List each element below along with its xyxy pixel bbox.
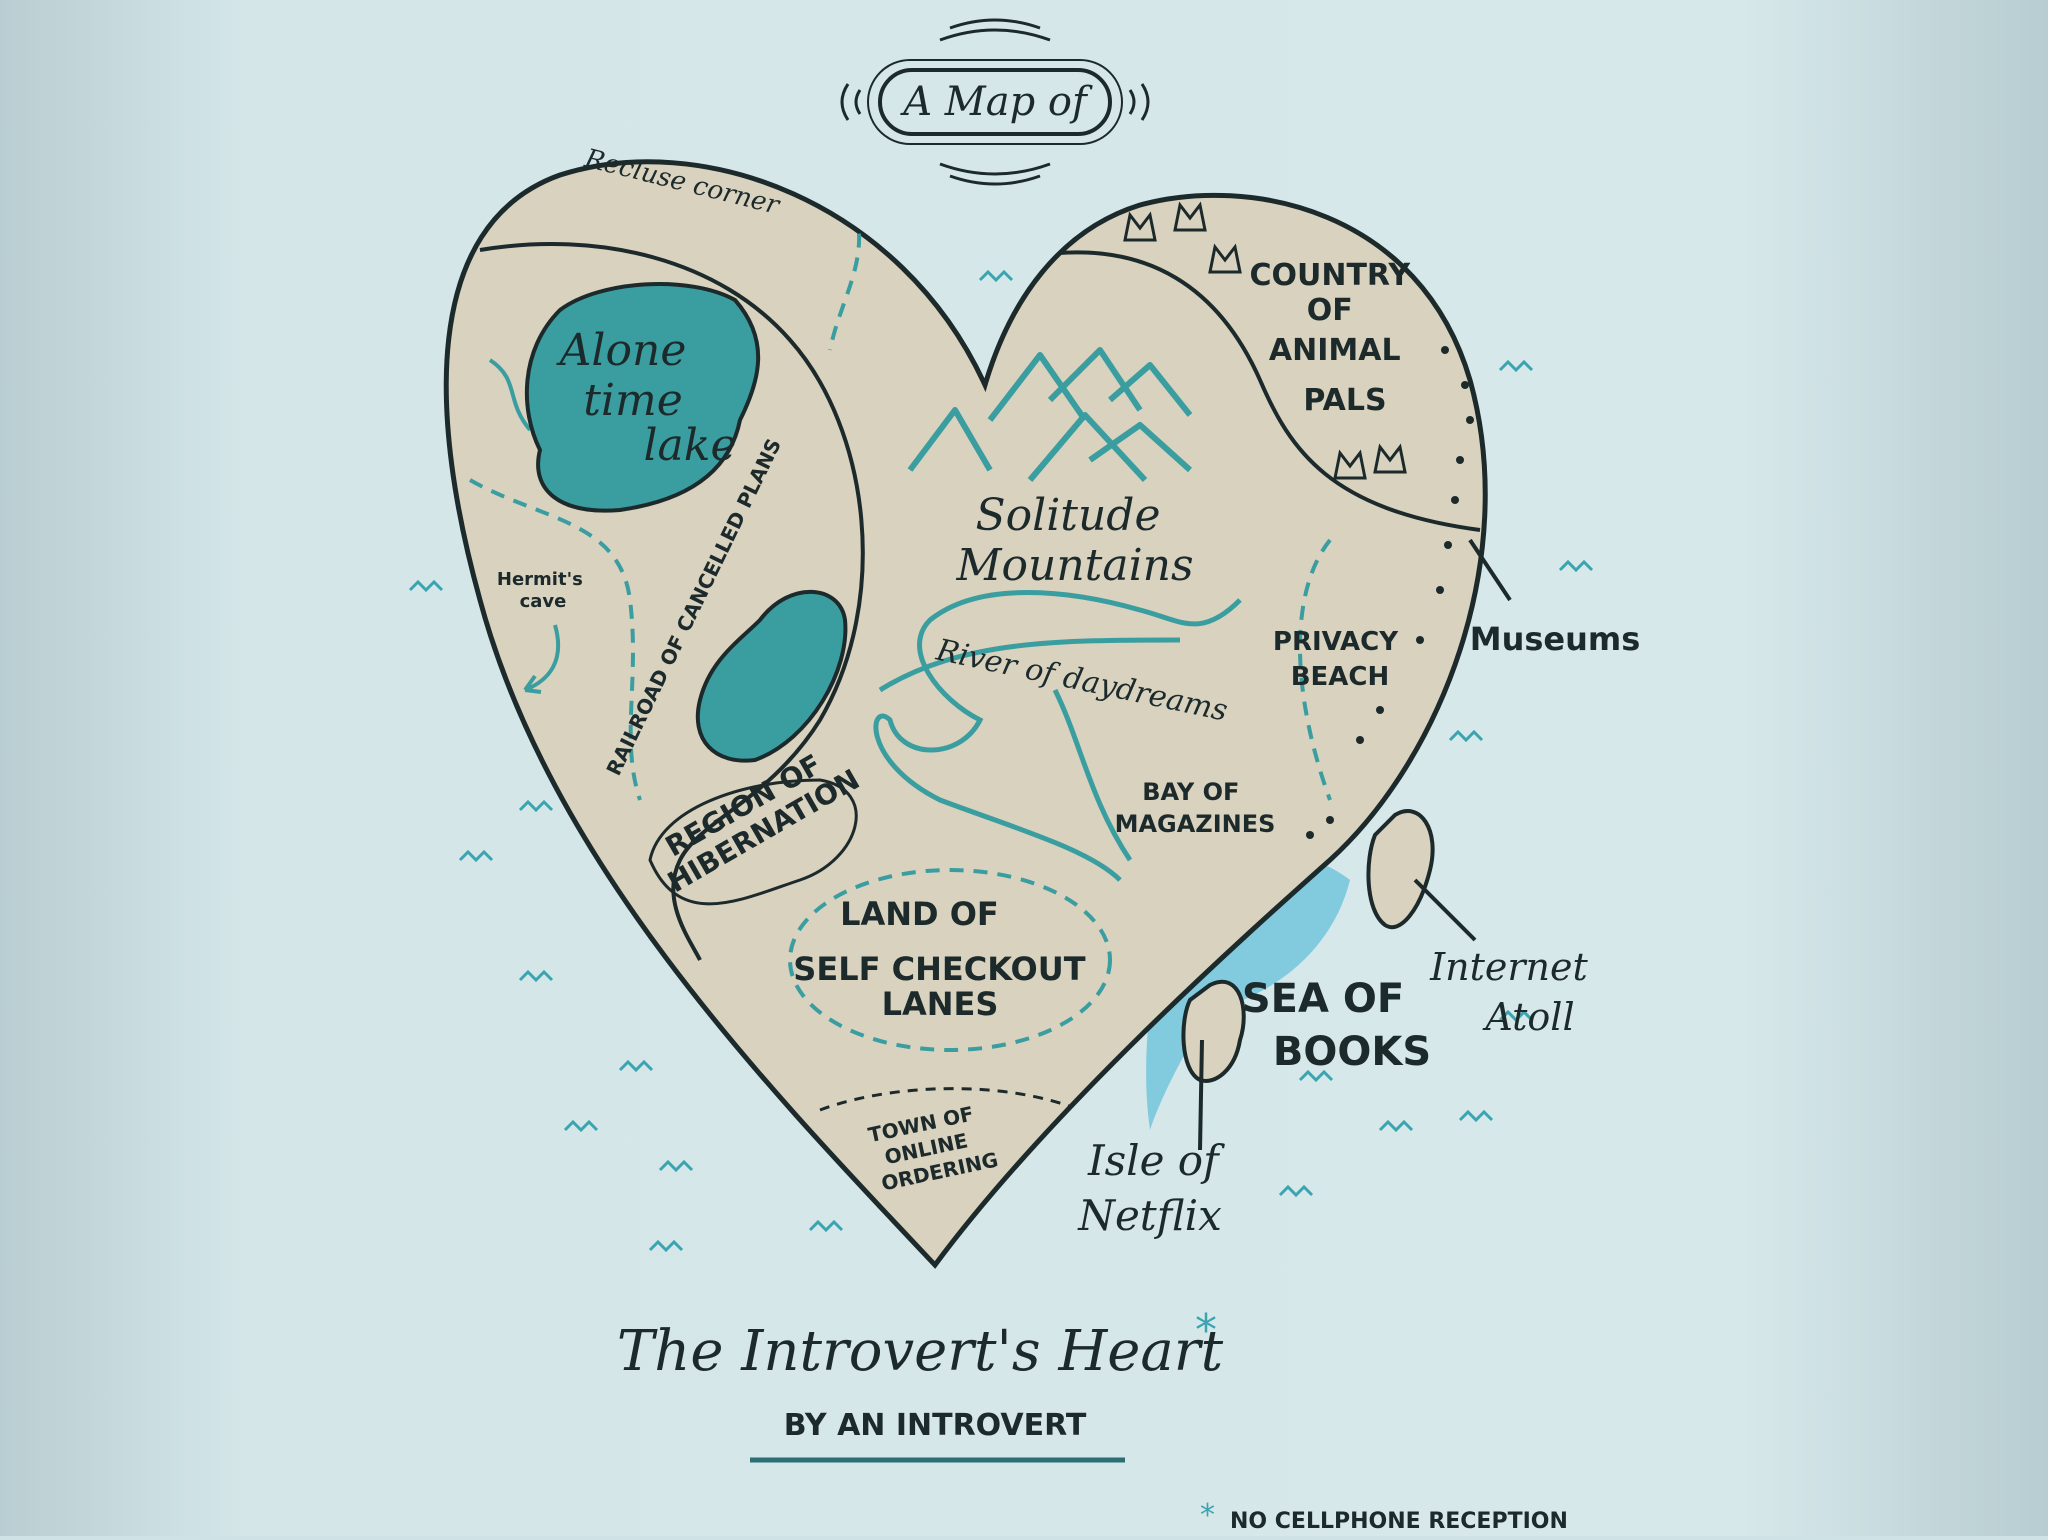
- label-museums: Museums: [1470, 620, 1641, 658]
- left-region-border: [479, 242, 865, 961]
- alone-line-2: time: [583, 375, 683, 426]
- label-solitude-mountains: Solitude Mountains: [955, 490, 1193, 591]
- badge-text: A Map of: [899, 79, 1093, 125]
- internet-atoll: [1366, 809, 1435, 929]
- label-hermits-cave: Hermit's cave: [497, 569, 589, 612]
- alone-line-3: lake: [643, 420, 736, 471]
- footnote-asterisk: *: [1200, 1498, 1215, 1533]
- label-isle-netflix: Isle of Netflix: [1077, 1136, 1232, 1240]
- map-title: The Introvert's Heart: [617, 1319, 1224, 1384]
- coast-dots: [1306, 346, 1474, 839]
- footnote-text: NO CELLPHONE RECEPTION: [1230, 1509, 1568, 1534]
- label-alone-time-lake: Alone time lake: [556, 325, 737, 471]
- isle-of-netflix: [1181, 979, 1246, 1083]
- atoll-pointer: [1413, 878, 1477, 942]
- title-asterisk: *: [1195, 1305, 1217, 1356]
- label-privacy-beach: PRIVACY BEACH: [1273, 627, 1407, 692]
- map-badge: A Map of: [840, 18, 1150, 186]
- label-sea-books: SEA OF BOOKS: [1242, 976, 1431, 1075]
- heart-map: Recluse corner Alone time lake Hermit's …: [408, 143, 1641, 1269]
- hermits-cave-arrow: [523, 624, 561, 694]
- small-lake: [695, 589, 848, 763]
- label-bay-magazines: BAY OF MAGAZINES: [1115, 778, 1276, 838]
- title-block: The Introvert's Heart * BY AN INTROVERT …: [617, 1305, 1568, 1534]
- label-self-checkout: LAND OF SELF CHECKOUT LANES: [793, 895, 1096, 1023]
- label-internet-atoll: Internet Atoll: [1429, 945, 1600, 1039]
- animal-pals-border: [1039, 250, 1481, 532]
- museums-pointer: [1468, 538, 1512, 602]
- river-daydreams: [873, 590, 1242, 882]
- alone-line-1: Alone: [556, 325, 687, 376]
- solitude-mountains-icon: [907, 347, 1193, 483]
- byline: BY AN INTROVERT: [784, 1408, 1087, 1443]
- alone-time-lake: [524, 281, 761, 513]
- animal-icon: [1123, 201, 1407, 480]
- label-country-animal-pals: COUNTRY OF ANIMAL PALS: [1249, 258, 1420, 418]
- label-town-online: TOWN OF ONLINE ORDERING: [866, 1098, 1000, 1196]
- netflix-pointer: [1198, 1039, 1204, 1151]
- wave-marks: [408, 269, 1594, 1253]
